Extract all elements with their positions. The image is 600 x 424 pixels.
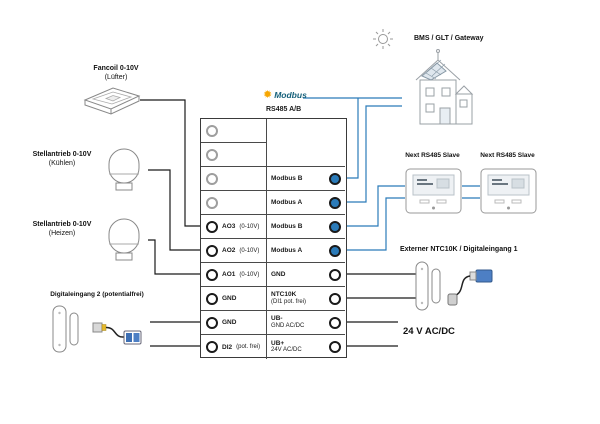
terminal-detail: (0-10V) (239, 271, 260, 278)
terminal-label: AO2 (222, 247, 236, 254)
terminal-label: Modbus B (271, 174, 303, 182)
terminal-label: AO3 (222, 223, 236, 230)
terminal-label: GND (222, 295, 237, 302)
terminal-label: Modbus A (271, 246, 303, 254)
terminal-row-right-1 (267, 119, 345, 143)
wire-modbus-a2 (347, 197, 405, 251)
terminal-ntc10k (329, 292, 341, 305)
terminal-detail: (pot. frei) (236, 344, 261, 350)
terminal-spare-3 (206, 172, 218, 185)
terminal-modbus-b2 (329, 220, 341, 233)
fancoil-device-icon (82, 84, 142, 127)
terminal-row-ub-minus: UB- GND AC/DC (267, 311, 345, 335)
ntc-probe-icon (446, 262, 498, 315)
terminal-row-ao3: AO3 (0-10V) (201, 215, 267, 239)
terminal-row-modbus-a2: Modbus A (267, 239, 345, 263)
terminal-label: Modbus B (271, 222, 303, 230)
terminal-row-gnd-1: GND (201, 287, 267, 311)
modbus-logo: ✹ Modbus (263, 89, 307, 101)
terminal-row-ao2: AO2 (0-10V) (201, 239, 267, 263)
actuator-cooling-icon (100, 146, 148, 199)
thermostat-slave1-icon (405, 168, 462, 219)
terminal-detail: 24V AC/DC (271, 347, 302, 354)
bms-label: BMS / GLT / Gateway (414, 35, 484, 42)
terminal-gnd-right (329, 268, 341, 281)
slave2-label: Next RS485 Slave (480, 152, 535, 159)
terminal-row-ub-plus: UB+ 24V AC/DC (267, 335, 345, 359)
terminal-di2 (206, 341, 218, 353)
fancoil-label: Fancoil 0-10V (Lüfter) (93, 65, 139, 82)
door-contact-right-icon (414, 260, 442, 317)
wire-modbus-a1 (347, 105, 402, 203)
sun-icon (372, 28, 394, 55)
terminal-row-gnd-2: GND (201, 311, 267, 335)
cable-connector-left-icon (92, 306, 150, 355)
terminal-row-left-2 (201, 143, 267, 167)
terminal-label: NTC10K (271, 291, 297, 299)
terminal-row-gnd-right: GND (267, 263, 345, 287)
terminal-spare-4 (206, 196, 218, 209)
terminal-modbus-b1 (329, 172, 341, 185)
wire-modbus-b2 (347, 185, 405, 227)
actuator-heating-label: Stellantrieb 0-10V (Heizen) (32, 221, 92, 238)
terminal-detail: (0-10V) (239, 247, 260, 254)
modbus-star-icon: ✹ (263, 89, 273, 101)
terminal-row-right-2 (267, 143, 345, 167)
terminal-label: GND (271, 270, 286, 278)
slave1-label: Next RS485 Slave (405, 152, 460, 159)
terminal-row-modbus-b2: Modbus B (267, 215, 345, 239)
terminal-label: AO1 (222, 271, 236, 278)
terminal-detail: (DI1 pot. frei) (271, 298, 307, 305)
terminal-row-ao1: AO1 (0-10V) (201, 263, 267, 287)
terminal-gnd (206, 316, 218, 329)
terminal-ub-minus (329, 316, 341, 329)
terminal-label: GND (222, 319, 237, 326)
terminal-spare-1 (206, 124, 218, 137)
terminal-row-ntc10k: NTC10K (DI1 pot. frei) (267, 287, 345, 311)
terminal-row-left-4 (201, 191, 267, 215)
terminal-row-di2: DI2 (pot. frei) (201, 335, 267, 359)
wire-cooling-ao2 (148, 169, 200, 251)
rs485-bus-label: RS485 A/B (266, 106, 302, 113)
terminal-row-left-1 (201, 119, 267, 143)
external-sensor-label: Externer NTC10K / Digitaleingang 1 (400, 246, 518, 253)
terminal-spare-2 (206, 148, 218, 161)
terminal-gnd (206, 292, 218, 305)
terminal-detail: (0-10V) (239, 223, 260, 230)
terminal-ao3 (206, 220, 218, 233)
terminal-row-modbus-b1: Modbus B (267, 167, 345, 191)
terminal-label: DI2 (222, 343, 233, 351)
terminal-ao2 (206, 244, 218, 257)
terminal-label: UB- (271, 315, 283, 323)
wire-modbus-b1 (347, 98, 359, 179)
terminal-ub-plus (329, 341, 341, 353)
wire-fancoil-ao3 (140, 99, 200, 227)
actuator-heating-icon (100, 216, 148, 269)
terminal-modbus-a2 (329, 244, 341, 257)
terminal-detail: GND AC/DC (271, 322, 305, 329)
wire-heating-ao1 (148, 239, 200, 275)
actuator-cooling-label: Stellantrieb 0-10V (Kühlen) (32, 151, 92, 168)
controller-terminal-block: AO3 (0-10V) AO2 (0-10V) AO1 (0-10V) GND … (200, 118, 347, 359)
thermostat-slave2-icon (480, 168, 537, 219)
terminal-row-left-3 (201, 167, 267, 191)
terminal-ao1 (206, 268, 218, 281)
terminal-row-modbus-a1: Modbus A (267, 191, 345, 215)
modbus-logo-text: Modbus (274, 90, 307, 100)
terminal-modbus-a1 (329, 196, 341, 209)
terminal-label: UB+ (271, 339, 285, 347)
digital-input2-label: Digitaleingang 2 (potentialfrei) (50, 291, 144, 298)
bms-building-icon (390, 46, 480, 143)
door-contact-left-icon (50, 304, 82, 359)
power-supply-label: 24 V AC/DC (403, 326, 455, 337)
terminal-label: Modbus A (271, 198, 303, 206)
